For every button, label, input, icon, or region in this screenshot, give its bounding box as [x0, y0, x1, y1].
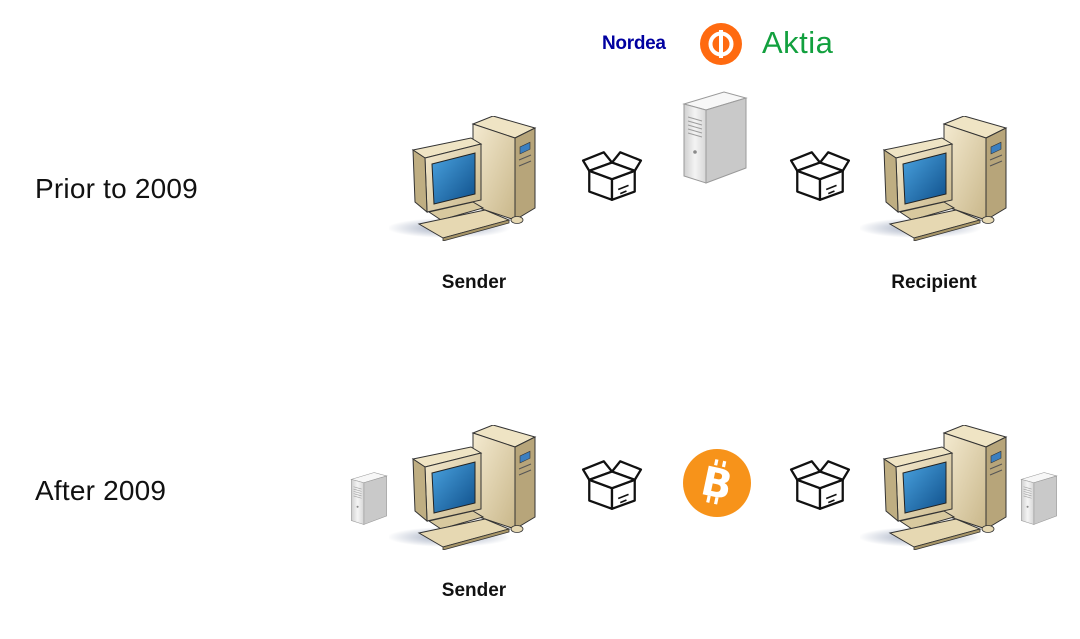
recipient-label: Recipient — [891, 272, 977, 293]
sender-node-server-icon — [349, 471, 389, 526]
recipient-node-server-icon — [1019, 471, 1059, 526]
bitcoin-icon: B — [683, 449, 751, 517]
op-logo-icon — [700, 23, 742, 65]
server-icon — [680, 90, 750, 185]
sender-label: Sender — [441, 272, 507, 293]
package-icon — [581, 457, 643, 511]
row-label-after-2009: After 2009 — [35, 475, 167, 506]
sender-computer-icon — [389, 425, 539, 550]
sender-computer-icon — [389, 116, 539, 241]
package-icon — [789, 457, 851, 511]
package-icon — [789, 148, 851, 202]
nordea-logo: Nordea — [602, 33, 666, 54]
package-icon — [581, 148, 643, 202]
recipient-computer-icon — [860, 116, 1010, 241]
recipient-computer-icon — [860, 425, 1010, 550]
bank-logos: Nordea Aktia — [600, 22, 850, 66]
sender-label: Sender — [441, 580, 507, 601]
aktia-logo: Aktia — [762, 25, 834, 60]
row-label-prior-2009: Prior to 2009 — [35, 173, 198, 204]
